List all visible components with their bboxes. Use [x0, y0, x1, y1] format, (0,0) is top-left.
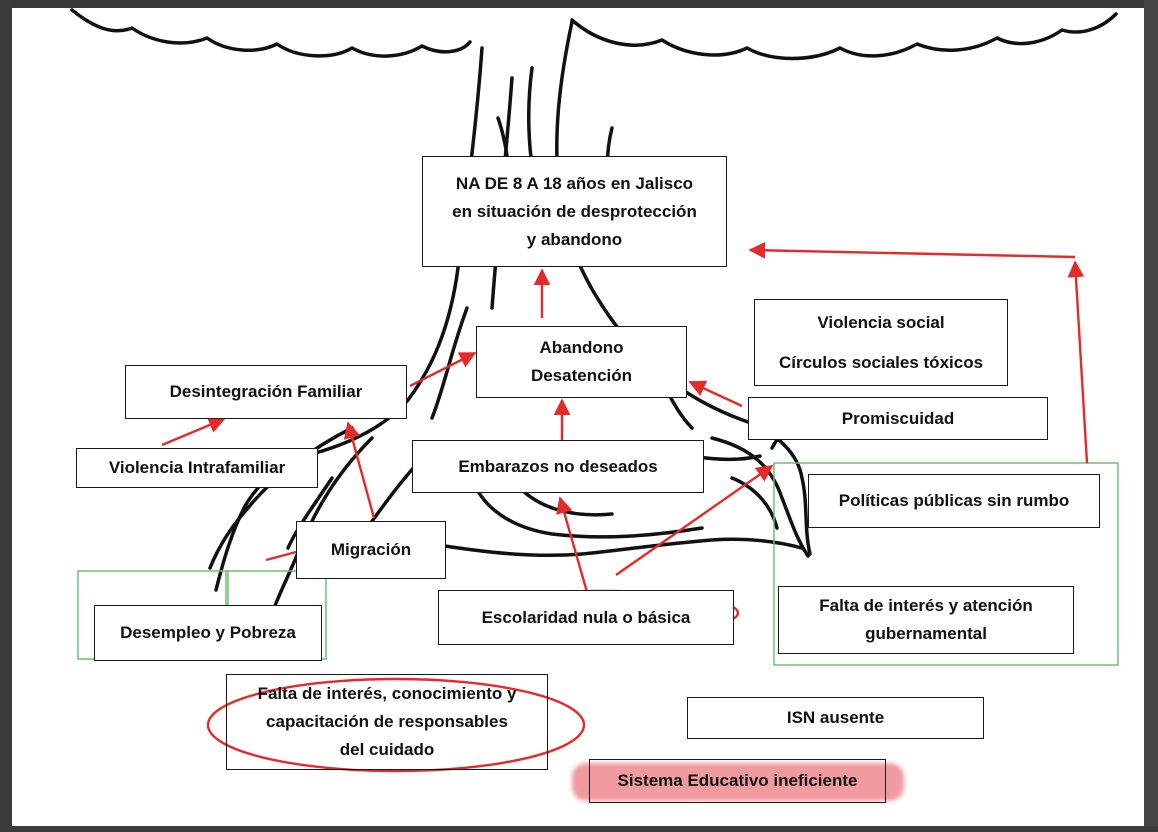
violencia-intrafamiliar-box: Violencia Intrafamiliar	[76, 448, 318, 488]
ellipse-falta-cuidado	[206, 677, 586, 773]
violencia-social-box: Violencia social Círculos sociales tóxic…	[754, 299, 1008, 386]
promiscuidad-box: Promiscuidad	[748, 397, 1048, 440]
embarazos-box: Embarazos no deseados	[412, 440, 704, 493]
arrow-migracion-to-desintegracion	[343, 421, 376, 519]
document-page: NA DE 8 A 18 años en Jalisco en situació…	[12, 8, 1144, 826]
sistema-highlight	[572, 763, 904, 801]
falta-cuidado-line-2: capacitación de responsables	[266, 712, 508, 731]
arrow-violencia-to-desintegracion	[161, 417, 226, 447]
desintegracion-label: Desintegración Familiar	[169, 382, 363, 401]
arrow-desintegracion-to-abandono	[409, 351, 477, 388]
green-frame-right	[773, 462, 1119, 666]
migracion-label: Migración	[330, 540, 412, 559]
root-center	[470, 476, 704, 539]
root-left	[208, 426, 354, 570]
arrow-escolaridad-to-embarazos	[556, 496, 589, 593]
sistema-box: Sistema Educativo ineficiente	[589, 759, 886, 803]
abandono-line-1: Abandono	[539, 338, 624, 357]
falta-cuidado-box: Falta de interés, conocimiento y capacit…	[226, 674, 548, 770]
violencia-social-line-2: Círculos sociales tóxicos	[778, 352, 984, 372]
arrow-escolaridad-to-right	[615, 465, 774, 576]
promiscuidad-label: Promiscuidad	[841, 408, 955, 428]
main-line-2: en situación de desprotección	[452, 201, 697, 221]
migracion-box: Migración	[296, 521, 446, 579]
window-left-edge	[0, 0, 12, 832]
main-line-3: y abandono	[526, 229, 623, 249]
arrow-loop-to-main	[748, 241, 1076, 259]
main-problem-box: NA DE 8 A 18 años en Jalisco en situació…	[422, 156, 727, 267]
desintegracion-box: Desintegración Familiar	[125, 365, 407, 419]
falta-cuidado-line-3: del cuidado	[339, 740, 435, 759]
isn-box: ISN ausente	[687, 697, 984, 739]
desempleo-box: Desempleo y Pobreza	[94, 605, 322, 661]
canopy-edge	[70, 8, 472, 58]
abandono-line-2: Desatención	[530, 366, 633, 385]
arrow-promiscuidad-to-abandono	[688, 380, 743, 408]
desempleo-label: Desempleo y Pobreza	[120, 623, 296, 642]
politicas-label: Políticas públicas sin rumbo	[838, 491, 1070, 510]
falta-cuidado-line-1: Falta de interés, conocimiento y	[257, 684, 517, 703]
root-right	[710, 436, 810, 558]
arrow-right-loop	[1067, 260, 1089, 464]
abandono-box: Abandono Desatención	[476, 326, 687, 398]
violencia-social-line-1: Violencia social	[817, 312, 945, 332]
embarazos-label: Embarazos no deseados	[458, 456, 658, 476]
politicas-box: Políticas públicas sin rumbo	[808, 474, 1100, 528]
trunk-left	[214, 46, 484, 592]
falta-gubernamental-box: Falta de interés y atención gubernamenta…	[778, 586, 1074, 654]
isn-label: ISN ausente	[786, 708, 885, 727]
window-bottom-edge	[0, 826, 1158, 832]
violencia-intrafamiliar-label: Violencia Intrafamiliar	[108, 458, 286, 477]
sistema-label: Sistema Educativo ineficiente	[617, 771, 858, 790]
escolaridad-label: Escolaridad nula o básica	[481, 607, 691, 627]
escolaridad-box: Escolaridad nula o básica	[438, 590, 734, 645]
canopy-edge-right	[570, 12, 1118, 61]
window-right-edge[interactable]	[1144, 0, 1158, 832]
falta-gubernamental-line-2: gubernamental	[865, 624, 987, 643]
main-line-1: NA DE 8 A 18 años en Jalisco	[455, 173, 694, 193]
falta-gubernamental-line-1: Falta de interés y atención	[819, 596, 1033, 615]
